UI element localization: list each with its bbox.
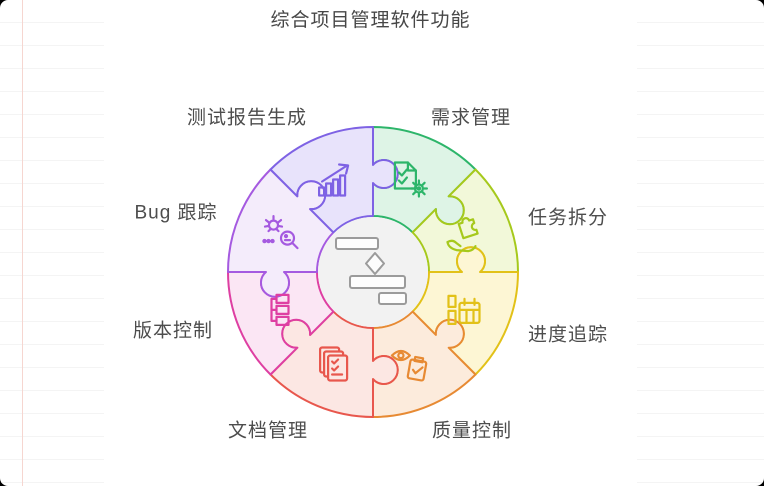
branch-rects-icon <box>270 293 290 326</box>
document-stack-icon <box>319 346 349 382</box>
wheel-label-version[interactable]: 版本控制 <box>132 320 214 342</box>
hand-puzzle-icon <box>446 217 479 253</box>
wheel-label-bug-tracking[interactable]: Bug 跟踪 <box>134 202 218 224</box>
wheel-label-quality[interactable]: 质量控制 <box>431 420 513 442</box>
growth-chart-icon <box>318 163 350 197</box>
wheel-label-documents[interactable]: 文档管理 <box>227 420 309 442</box>
wheel-label-requirements[interactable]: 需求管理 <box>430 107 512 129</box>
wheel-label-progress[interactable]: 进度追踪 <box>527 324 609 346</box>
left-margin-line <box>22 0 23 486</box>
bar-calendar-icon <box>447 294 481 325</box>
requirements-doc-icon <box>393 161 428 198</box>
eye-clipboard-icon <box>390 349 428 382</box>
wheel-label-task-split[interactable]: 任务拆分 <box>527 207 609 229</box>
diagram-title[interactable]: 综合项目管理软件功能 <box>270 10 471 31</box>
gantt-chart-icon <box>335 237 407 305</box>
bug-magnifier-icon <box>262 215 299 250</box>
wheel-label-test-report[interactable]: 测试报告生成 <box>186 107 308 129</box>
